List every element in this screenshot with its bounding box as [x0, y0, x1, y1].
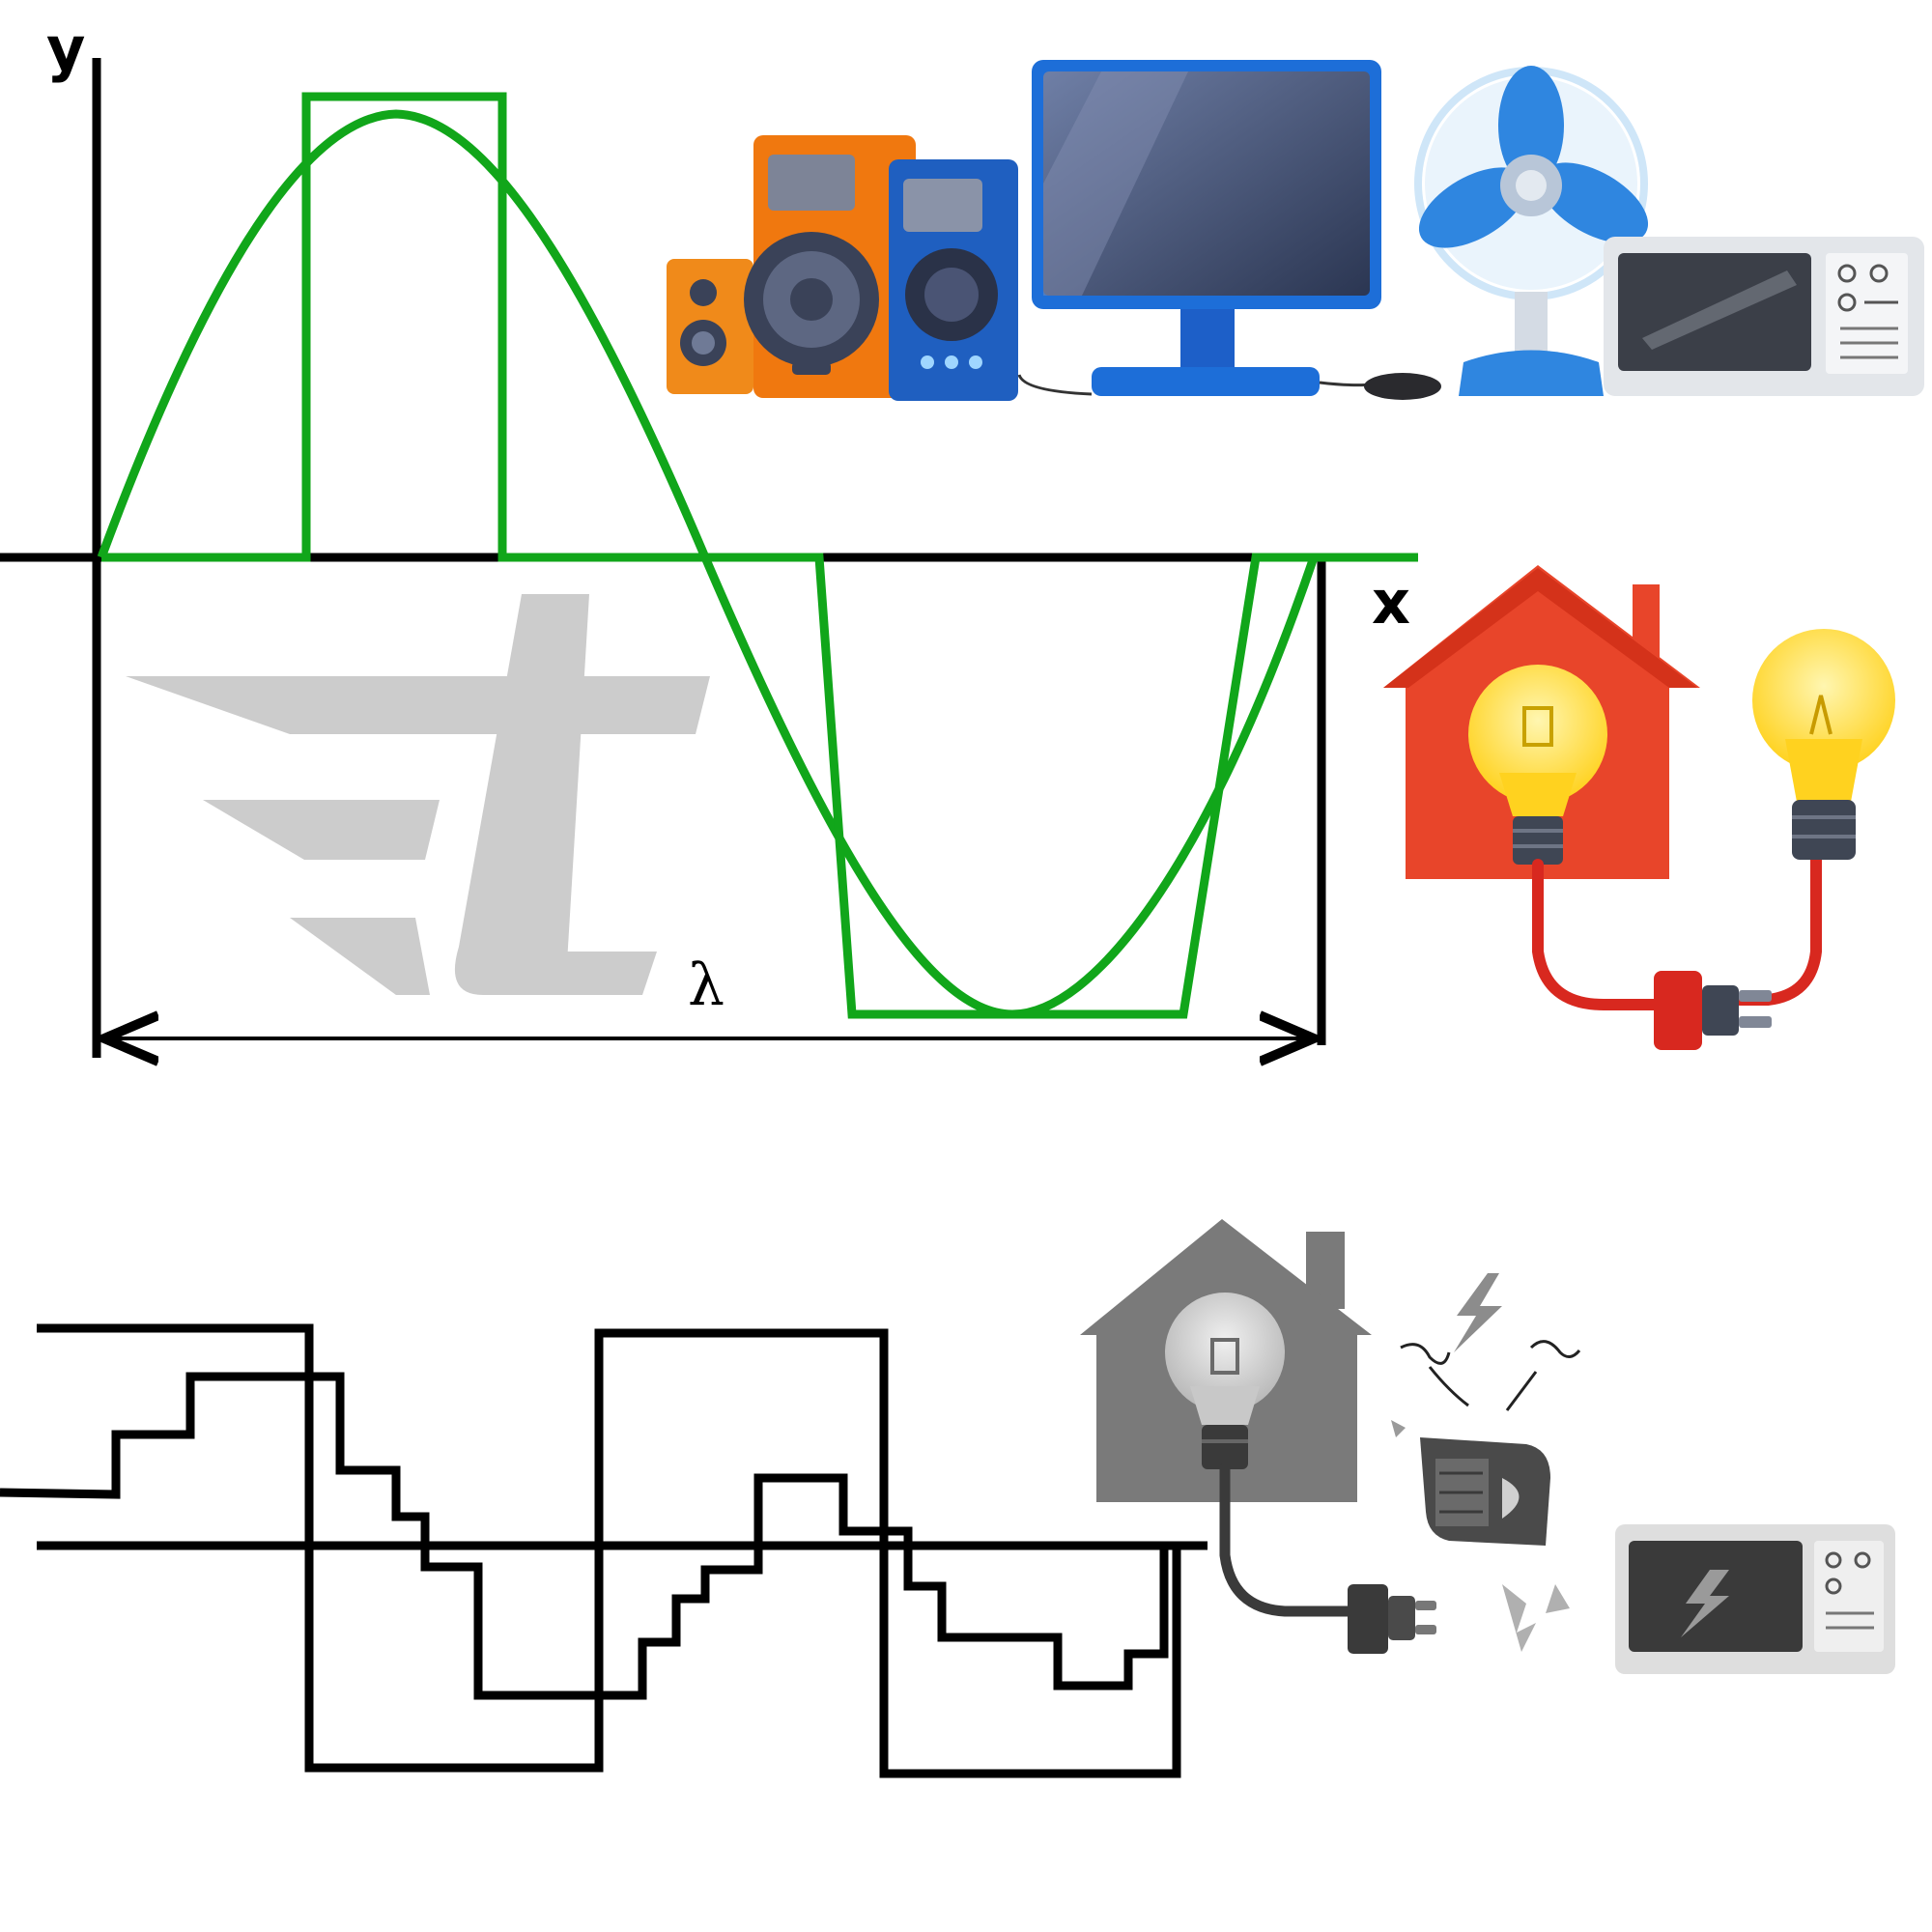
gray-house-icon [1080, 1219, 1372, 1502]
bulb-on-icon [1468, 665, 1607, 804]
y-axis-label: y [46, 14, 85, 84]
broken-appliance-icon [1420, 1437, 1550, 1546]
power-cable [1532, 859, 1660, 1010]
gray-microwave-icon [1615, 1524, 1895, 1674]
distorted-square-wave [37, 1323, 1181, 1778]
x-axis-label: x [1372, 567, 1410, 638]
stepped-wave [0, 1372, 1169, 1700]
plug-icon [1654, 971, 1772, 1050]
gray-plug-icon [1348, 1584, 1436, 1654]
bottom-waveforms [0, 1323, 1208, 1778]
monitor-icon [1017, 60, 1441, 400]
gray-cable [1219, 1463, 1353, 1617]
modified-square-wave [101, 92, 1418, 1019]
watermark-logo [126, 594, 710, 995]
bulb-icon [1752, 629, 1895, 860]
mouse-icon [1364, 373, 1441, 400]
spark-icon [1391, 1273, 1581, 1652]
speakers-icon [667, 135, 1018, 401]
microwave-icon [1604, 237, 1924, 396]
fan-icon [1414, 66, 1649, 396]
house-bulb-icon [1383, 565, 1700, 879]
wavelength-label: λ [688, 952, 724, 1019]
